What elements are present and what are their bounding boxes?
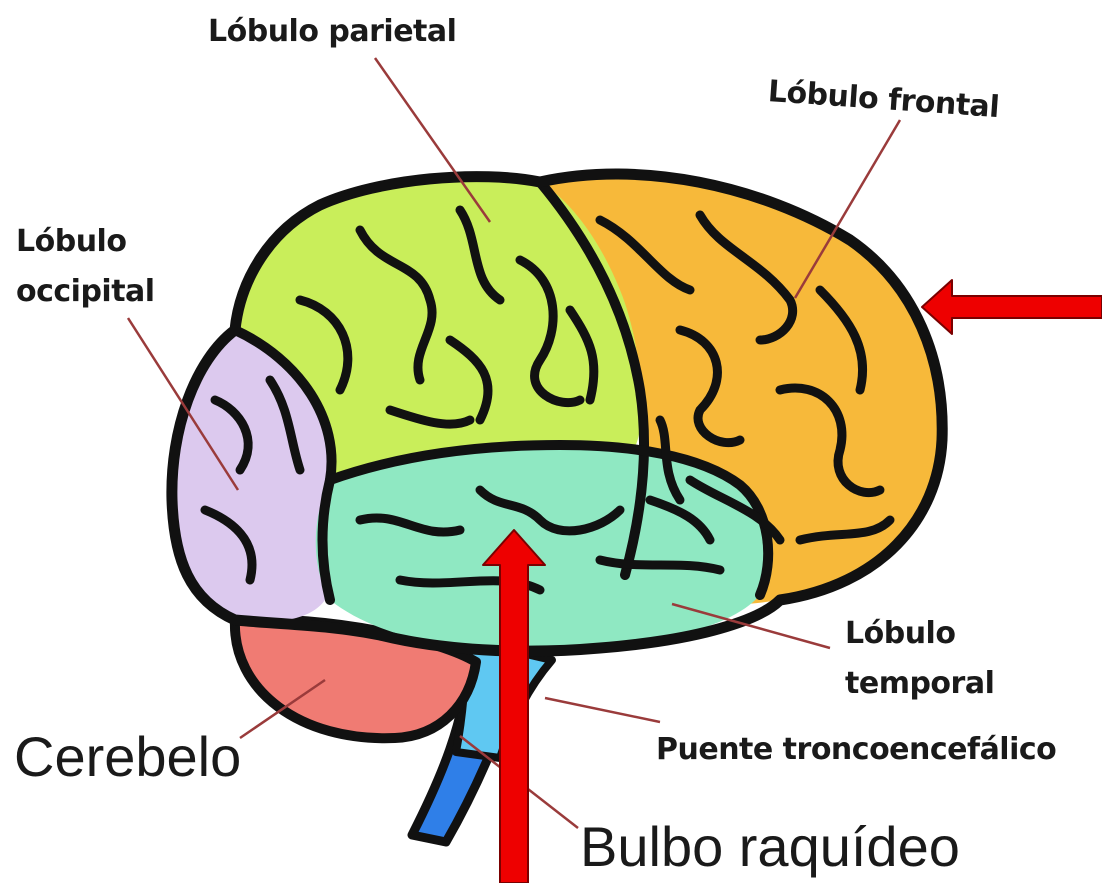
label-temporal-line1: Lóbulo: [845, 612, 994, 656]
label-bulbo: Bulbo raquídeo: [580, 815, 960, 879]
label-temporal-line2: temporal: [845, 662, 994, 706]
label-occipital-line1: Lóbulo: [16, 220, 155, 264]
label-occipital-line2: occipital: [16, 270, 155, 314]
label-temporal: Lóbulo temporal: [845, 612, 994, 706]
label-parietal: Lóbulo parietal: [208, 10, 456, 54]
temporal-lobe-region: [316, 445, 768, 651]
arrow-left-icon: [922, 280, 1102, 334]
label-occipital: Lóbulo occipital: [16, 220, 155, 314]
label-cerebelo: Cerebelo: [14, 725, 241, 789]
leader-line-puente: [545, 698, 660, 722]
label-puente: Puente troncoencefálico: [656, 728, 1056, 772]
